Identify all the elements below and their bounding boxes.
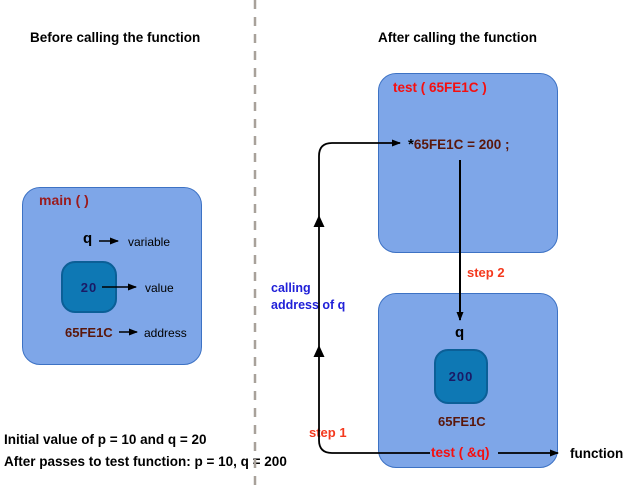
main-box-header: main ( ): [39, 192, 89, 208]
main-function-box: main ( ) q variable 20 value 65FE1C addr…: [22, 187, 202, 365]
step2-label: step 2: [467, 265, 505, 280]
footer-initial-values: Initial value of p = 10 and q = 20: [4, 432, 207, 447]
test-call-text: test ( &q): [431, 445, 490, 460]
q-variable-box: q 200 65FE1C test ( &q): [378, 293, 558, 468]
test-box-header: test ( 65FE1C ): [393, 80, 487, 95]
function-label: function: [570, 446, 624, 461]
variable-q-name-after: q: [455, 324, 465, 341]
calling-label-line1: calling: [271, 281, 311, 295]
statement-text: 65FE1C = 200 ;: [413, 137, 510, 152]
variable-label: variable: [128, 235, 171, 249]
up-arrowhead-bottom: [313, 345, 325, 357]
value-text-after: 200: [448, 369, 474, 384]
value-text-before: 20: [80, 279, 98, 295]
calling-label-line2: address of q: [271, 298, 346, 312]
value-cell-before: 20: [61, 261, 117, 313]
before-section-title: Before calling the function: [30, 30, 201, 45]
after-section-title: After calling the function: [378, 30, 538, 45]
variable-q-name: q: [83, 230, 93, 247]
value-label: value: [145, 281, 174, 295]
footer-after-values: After passes to test function: p = 10, q…: [4, 454, 287, 469]
address-text-after: 65FE1C: [438, 414, 486, 429]
up-arrowhead-top: [313, 215, 325, 227]
calling-address-label: calling address of q: [271, 280, 345, 314]
address-text-before: 65FE1C: [65, 325, 113, 340]
test-function-box: test ( 65FE1C ) *65FE1C = 200 ;: [378, 73, 558, 253]
step1-label: step 1: [309, 425, 347, 440]
value-cell-after: 200: [434, 349, 488, 404]
address-label: address: [144, 326, 187, 340]
